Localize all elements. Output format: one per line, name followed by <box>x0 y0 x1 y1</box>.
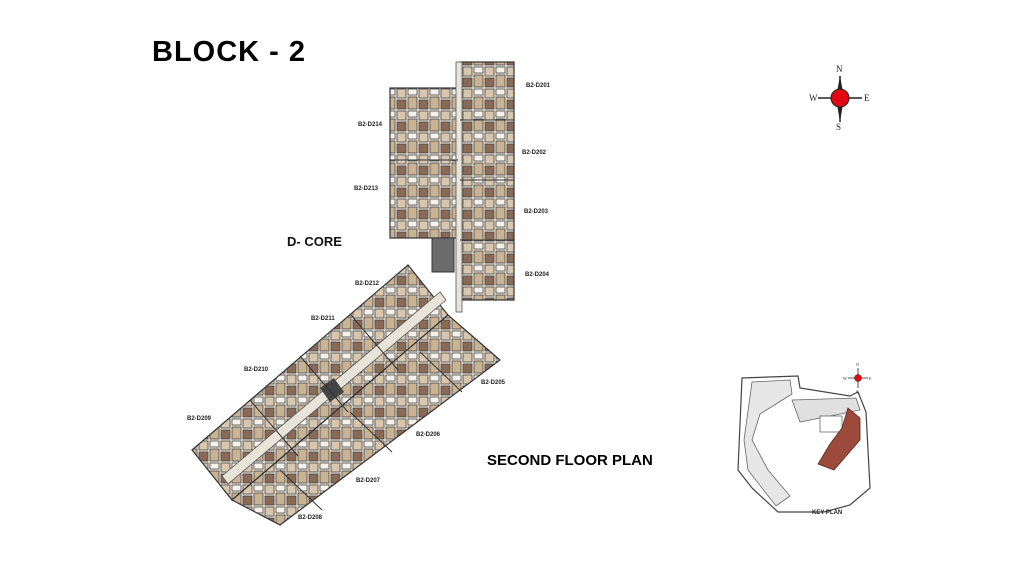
unit-label-d201: B2-D201 <box>526 83 551 89</box>
unit-label-d206: B2-D206 <box>416 432 441 438</box>
unit-label-d207: B2-D207 <box>356 478 381 484</box>
unit-label-d204: B2-D204 <box>525 272 550 278</box>
key-compass-south-label: S <box>856 389 859 394</box>
unit-label-d202: B2-D202 <box>522 150 547 156</box>
unit-label-d205: B2-D205 <box>481 380 506 386</box>
unit-label-d211: B2-D211 <box>311 316 335 322</box>
unit-label-d214: B2-D214 <box>358 122 383 128</box>
key-plan-label: KEY PLAN <box>812 510 843 516</box>
key-compass-east-label: E <box>869 376 872 381</box>
key-compass-west-label: W <box>843 376 847 381</box>
unit-label-d203: B2-D203 <box>524 209 549 215</box>
block-title: BLOCK - 2 <box>152 36 306 68</box>
compass-icon <box>818 76 862 122</box>
unit-label-d208: B2-D208 <box>298 515 323 521</box>
unit-label-d210: B2-D210 <box>244 367 269 373</box>
compass-north-label: N <box>836 64 843 74</box>
core-label: D- CORE <box>287 234 342 249</box>
compass-east-label: E <box>864 93 870 103</box>
floor-plan-title: SECOND FLOOR PLAN <box>487 452 653 469</box>
unit-label-d213: B2-D213 <box>354 186 379 192</box>
unit-label-d209: B2-D209 <box>187 416 212 422</box>
diagonal-wing <box>191 264 501 526</box>
compass-south-label: S <box>836 122 842 132</box>
key-plan-drawing <box>737 368 871 513</box>
compass-west-label: W <box>809 93 818 103</box>
unit-label-d212: B2-D212 <box>355 281 380 287</box>
key-compass-north-label: N <box>856 362 859 367</box>
vertical-wing <box>389 61 515 313</box>
